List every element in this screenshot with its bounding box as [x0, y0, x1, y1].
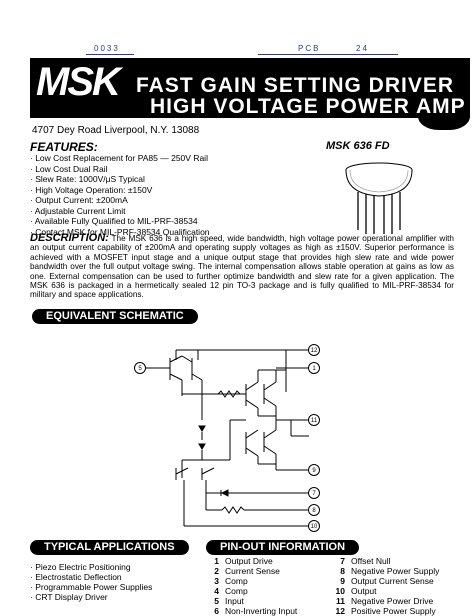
banner-title-line1: FAST GAIN SETTING DRIVER: [136, 74, 455, 97]
description-block: DESCRIPTION: The MSK 636 is a high speed…: [30, 232, 454, 300]
pin-function: Non-Inverting Input: [225, 606, 298, 616]
pin-number: 8: [340, 566, 345, 576]
feature-item: High Voltage Operation: ±150V: [30, 185, 210, 196]
applications-list: Piezo Electric Positioning Electrostatic…: [30, 562, 152, 602]
pin-marker-7: [308, 487, 320, 499]
application-item: Piezo Electric Positioning: [30, 562, 152, 572]
pcb-label: PCB: [298, 44, 321, 53]
pin-label-10: 10: [311, 524, 318, 530]
pin-marker-10: [308, 520, 320, 532]
pin-label-9: 9: [312, 468, 316, 474]
application-item: Programmable Power Supplies: [30, 582, 152, 592]
pin-function: Comp: [225, 576, 248, 586]
pin-function: Comp: [225, 586, 248, 596]
pinout-row: 10 Output: [332, 586, 442, 596]
pin-marker-8: [308, 504, 320, 516]
pin-number: 7: [340, 556, 345, 566]
feature-item: Low Cost Replacement for PA85 — 250V Rai…: [30, 153, 210, 164]
features-list: Low Cost Replacement for PA85 — 250V Rai…: [30, 153, 210, 237]
pin-marker-12: [308, 344, 320, 356]
pinout-row: 2 Current Sense: [206, 566, 300, 576]
pcb-number: 24: [356, 44, 369, 53]
feature-item: Contact MSK for MIL-PRF-38534 Qualificat…: [30, 227, 209, 238]
pin-label-11: 11: [311, 418, 318, 424]
features-heading: FEATURES:: [30, 140, 98, 154]
equivalent-schematic: 12 1 11 9 7 8 10 5: [134, 344, 320, 532]
company-address: 4707 Dey Road Liverpool, N.Y. 13088: [32, 125, 200, 136]
feature-item: Output Current: ±200mA: [30, 195, 210, 206]
pin-function: Offset Null: [351, 556, 391, 566]
pinout-row: 7 Offset Null: [332, 556, 442, 566]
pin-function: Output: [351, 586, 377, 596]
pin-function: Output Current Sense: [351, 576, 434, 586]
doc-number: 0033: [94, 44, 120, 53]
pin-label-7: 7: [312, 491, 316, 497]
pin-function: Negative Power Supply: [351, 566, 440, 576]
pinout-row: 9 Output Current Sense: [332, 576, 442, 586]
pinout-row: 12 Positive Power Supply: [332, 606, 442, 616]
pin-function: Input: [225, 596, 244, 606]
applications-heading: TYPICAL APPLICATIONS: [30, 540, 189, 555]
pin-number: 11: [336, 596, 345, 606]
doc-rule-right: [258, 54, 398, 55]
banner-corner-shape: [418, 96, 470, 130]
pinout-row: 4 Comp: [206, 586, 300, 596]
pin-marker-9: [308, 464, 320, 476]
pinout-row: 11 Negative Power Drive: [332, 596, 442, 606]
schematic-heading: EQUIVALENT SCHEMATIC: [32, 309, 198, 324]
application-item: Electrostatic Deflection: [30, 572, 152, 582]
pin-number: 12: [335, 606, 345, 616]
pin-marker-1: [308, 362, 320, 374]
pin-label-8: 8: [312, 508, 316, 514]
description-text: The MSK 636 is a high speed, wide bandwi…: [30, 234, 454, 300]
pin-marker-11: [308, 414, 320, 426]
pin-marker-5: [134, 362, 146, 374]
part-number: MSK 636 FD: [326, 140, 390, 152]
pin-label-12: 12: [311, 348, 318, 354]
feature-item: Slew Rate: 1000V/μS Typical: [30, 174, 210, 185]
feature-item: Adjustable Current Limit: [30, 206, 210, 217]
pinout-row: 1 Output Drive: [206, 556, 300, 566]
pin-number: 1: [214, 556, 219, 566]
pin-function: Positive Power Supply: [351, 606, 436, 616]
pinout-row: 5 Input: [206, 596, 300, 606]
title-banner: [30, 58, 470, 118]
pinout-heading: PIN-OUT INFORMATION: [206, 540, 360, 555]
pin-label-1: 1: [312, 366, 316, 372]
pin-number: 5: [214, 596, 219, 606]
to3-package-drawing: [345, 162, 413, 234]
pin-number: 2: [214, 566, 219, 576]
pin-number: 4: [214, 586, 219, 596]
banner-title-line2: HIGH VOLTAGE POWER AMP: [150, 95, 466, 118]
msk-logo: MSK: [36, 60, 121, 104]
pin-function: Output Drive: [225, 556, 273, 566]
pinout-row: 3 Comp: [206, 576, 300, 586]
feature-item: Low Cost Dual Rail: [30, 164, 210, 175]
feature-item: Available Fully Qualified to MIL-PRF-385…: [30, 216, 210, 227]
pin-number: 9: [340, 576, 345, 586]
pin-number: 6: [214, 606, 219, 616]
doc-rule-left: [86, 54, 134, 55]
description-heading: DESCRIPTION:: [30, 232, 109, 244]
pin-label-5: 5: [138, 366, 142, 372]
pin-function: Current Sense: [225, 566, 280, 576]
application-item: CRT Display Driver: [30, 592, 152, 602]
pinout-row: 8 Negative Power Supply: [332, 566, 442, 576]
pin-number: 3: [214, 576, 219, 586]
pin-number: 10: [335, 586, 345, 596]
pinout-row: 6 Non-Inverting Input: [206, 606, 300, 616]
pin-function: Negative Power Drive: [351, 596, 434, 606]
